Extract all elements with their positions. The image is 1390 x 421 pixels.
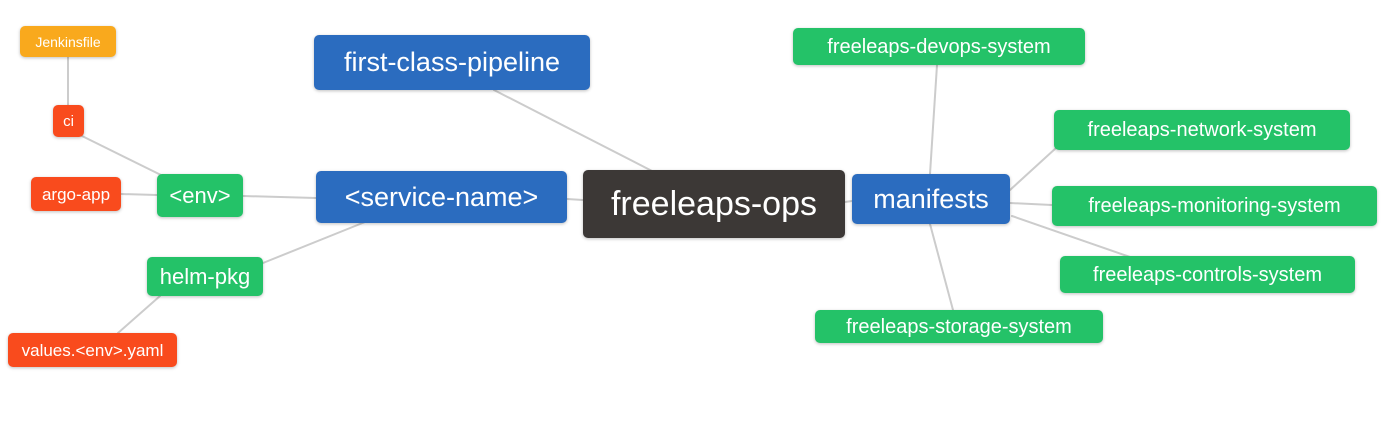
node-jenkinsfile[interactable]: Jenkinsfile bbox=[20, 26, 116, 57]
edge-manifests-monitoring bbox=[1009, 202, 1053, 206]
node-helm-pkg[interactable]: helm-pkg bbox=[147, 257, 263, 296]
edge-env-service-name bbox=[242, 195, 317, 199]
node-freeleaps-devops-system[interactable]: freeleaps-devops-system bbox=[793, 28, 1085, 65]
edge-ops-manifests bbox=[844, 200, 853, 203]
node-freeleaps-network-system[interactable]: freeleaps-network-system bbox=[1054, 110, 1350, 150]
edge-manifests-controls bbox=[1011, 215, 1131, 258]
edge-fcp-freeleaps-ops bbox=[493, 89, 653, 172]
edge-helm-pkg-service-name bbox=[262, 221, 366, 264]
node-ci[interactable]: ci bbox=[53, 105, 84, 137]
edge-argo-app-env bbox=[120, 193, 158, 196]
node-first-class-pipeline[interactable]: first-class-pipeline bbox=[314, 35, 590, 90]
edge-manifests-storage bbox=[929, 223, 954, 311]
edge-manifests-network bbox=[1009, 147, 1057, 191]
node-service-name[interactable]: <service-name> bbox=[316, 171, 567, 223]
edge-ci-env bbox=[79, 134, 164, 177]
node-freeleaps-monitoring-system[interactable]: freeleaps-monitoring-system bbox=[1052, 186, 1377, 226]
edge-manifests-devops bbox=[929, 64, 938, 175]
node-manifests[interactable]: manifests bbox=[852, 174, 1010, 224]
node-env[interactable]: <env> bbox=[157, 174, 243, 217]
node-freeleaps-controls-system[interactable]: freeleaps-controls-system bbox=[1060, 256, 1355, 293]
edge-values-helm-pkg bbox=[117, 295, 161, 334]
node-freeleaps-storage-system[interactable]: freeleaps-storage-system bbox=[815, 310, 1103, 343]
node-freeleaps-ops-root[interactable]: freeleaps-ops bbox=[583, 170, 845, 238]
node-values-env-yaml[interactable]: values.<env>.yaml bbox=[8, 333, 177, 367]
node-argo-app[interactable]: argo-app bbox=[31, 177, 121, 211]
edge-service-name-ops bbox=[566, 198, 584, 201]
